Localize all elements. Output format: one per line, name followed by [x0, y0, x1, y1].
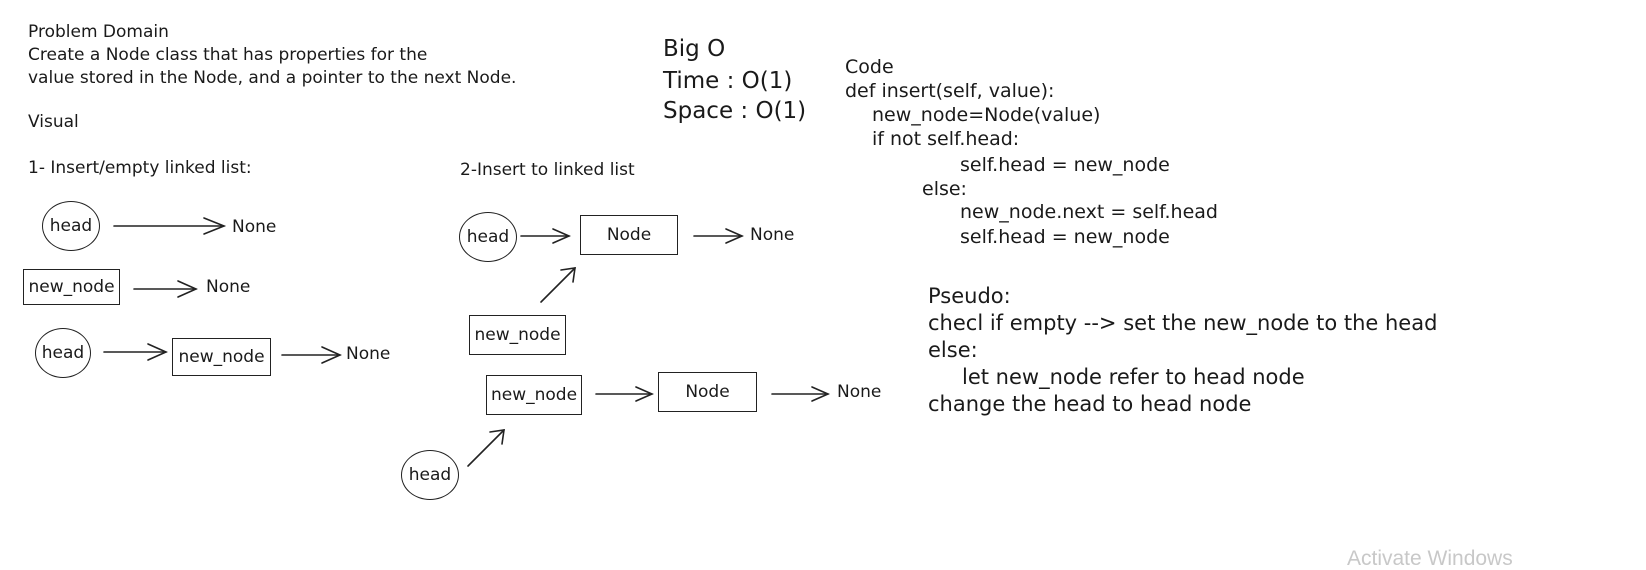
arrow-node-to-none-2 [771, 386, 830, 402]
arrow-newnode-to-none [133, 280, 198, 298]
pseudo-line-3: let new_node refer to head node [962, 365, 1305, 389]
section1-none-2: None [206, 277, 251, 297]
arrow-newnode-to-node-2 [595, 386, 654, 402]
section2-new-node-box: new_node [469, 315, 566, 355]
section2-node-box: Node [580, 215, 678, 255]
section2-node-label-2: Node [685, 382, 730, 402]
section2-title: 2-Insert to linked list [460, 160, 635, 180]
code-line-assign-head-2: self.head = new_node [960, 226, 1170, 248]
activate-windows-watermark: Activate Windows [1347, 547, 1513, 570]
arrow-newnode-to-none-2 [281, 346, 342, 364]
section2-head-label-2: head [408, 465, 452, 485]
problem-domain-line-2: value stored in the Node, and a pointer … [28, 68, 517, 88]
code-line-def: def insert(self, value): [845, 80, 1055, 102]
arrow-head-to-newnode [103, 343, 168, 361]
section1-head-node-2: head [35, 328, 91, 378]
problem-domain-line-1: Create a Node class that has properties … [28, 45, 428, 65]
section1-head-node: head [42, 201, 100, 251]
arrow-head-to-none [113, 217, 227, 235]
arrow-head-to-newnode-diagonal [467, 429, 505, 467]
arrow-newnode-to-node-diagonal [540, 267, 576, 303]
section1-none-1: None [232, 217, 277, 237]
arrow-head-to-node [520, 228, 571, 244]
section2-new-node-label: new_node [474, 325, 561, 345]
code-line-next: new_node.next = self.head [960, 201, 1218, 223]
pseudo-line-4: change the head to head node [928, 392, 1252, 416]
section2-new-node-label-2: new_node [490, 385, 578, 405]
section2-new-node-box-2: new_node [486, 375, 582, 415]
pseudo-line-1: checl if empty --> set the new_node to t… [928, 311, 1438, 335]
arrow-node-to-none [693, 228, 744, 244]
section1-none-3: None [346, 344, 391, 364]
section2-none-1: None [750, 225, 795, 245]
code-title: Code [845, 56, 894, 78]
section1-new-node-box: new_node [23, 269, 120, 305]
section2-head-node: head [459, 212, 517, 262]
bigo-time: Time : O(1) [663, 68, 793, 94]
section2-node-box-2: Node [658, 372, 757, 412]
pseudo-line-2: else: [928, 338, 978, 362]
code-line-assign-head: self.head = new_node [960, 154, 1170, 176]
code-line-new-node: new_node=Node(value) [872, 104, 1101, 126]
pseudo-title: Pseudo: [928, 284, 1011, 308]
visual-label: Visual [28, 112, 79, 132]
section1-title: 1- Insert/empty linked list: [28, 158, 252, 178]
section1-head-label-2: head [41, 343, 85, 363]
section1-head-label: head [49, 216, 93, 236]
section2-head-node-2: head [401, 450, 459, 500]
section2-node-label: Node [606, 225, 652, 245]
bigo-space: Space : O(1) [663, 98, 807, 124]
section1-new-node-label-2: new_node [178, 347, 265, 367]
section2-none-2: None [837, 382, 882, 402]
section1-new-node-label: new_node [28, 277, 115, 297]
section2-head-label: head [466, 227, 510, 247]
section1-new-node-box-2: new_node [172, 338, 271, 376]
problem-domain-title: Problem Domain [28, 22, 169, 42]
code-line-else: else: [922, 178, 967, 200]
code-line-if: if not self.head: [872, 128, 1020, 150]
bigo-title: Big O [663, 36, 726, 62]
